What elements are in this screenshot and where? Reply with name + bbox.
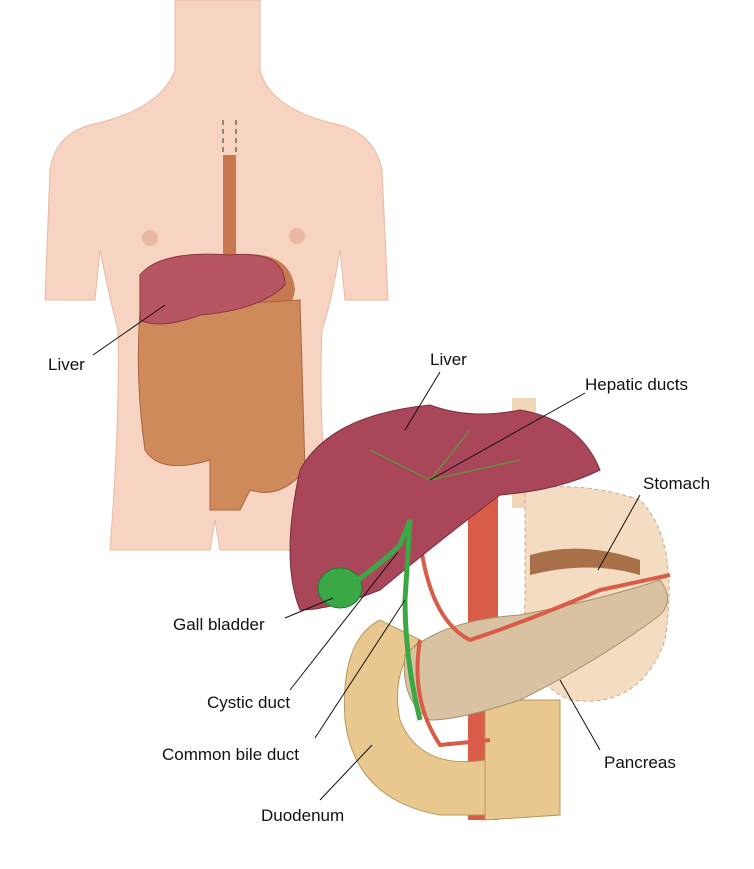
stomach-fold <box>530 548 640 575</box>
leader-lines <box>92 304 641 801</box>
label-cystic-duct: Cystic duct <box>207 693 290 712</box>
label-duodenum: Duodenum <box>261 806 344 825</box>
gastroduodenal-artery <box>415 639 491 748</box>
label-hepatic-ducts: Hepatic ducts <box>585 375 688 394</box>
liver <box>289 404 601 611</box>
duodenum <box>343 619 486 816</box>
intestines-small <box>137 299 306 511</box>
organ-detail-illustration <box>289 398 671 821</box>
splenic-artery <box>418 539 671 643</box>
label-liver: Liver <box>430 350 467 369</box>
esophagus-small <box>223 155 236 255</box>
pancreas <box>403 579 668 721</box>
label-pancreas: Pancreas <box>604 753 676 772</box>
label-gall-bladder: Gall bladder <box>173 615 265 634</box>
hepatic-duct-branches <box>369 429 521 481</box>
label-torso-liver: Liver <box>48 355 85 374</box>
label-stomach: Stomach <box>643 474 710 493</box>
jejunum <box>484 699 561 821</box>
gall-bladder <box>317 567 363 609</box>
liver-small <box>139 253 286 325</box>
torso-illustration <box>44 0 389 551</box>
label-common-bile-duct: Common bile duct <box>162 745 299 764</box>
